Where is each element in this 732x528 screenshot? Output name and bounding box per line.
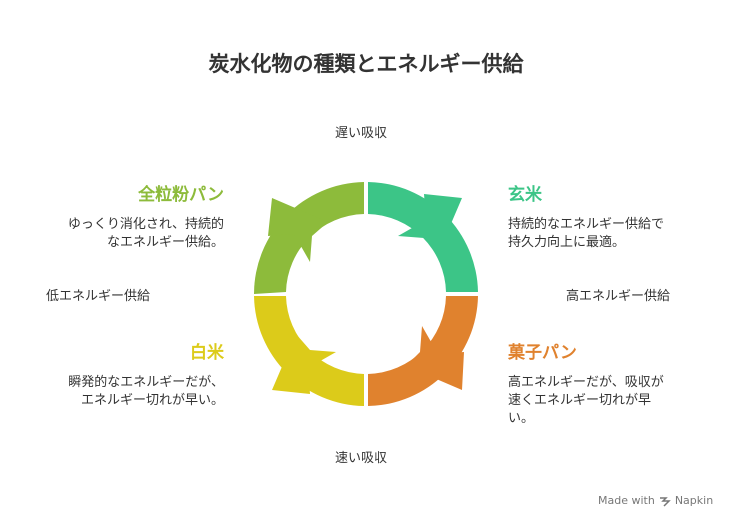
axis-label-top: 遅い吸収	[335, 126, 388, 141]
brand-name: Napkin	[674, 494, 714, 507]
page-title: 炭水化物の種類とエネルギー供給	[208, 52, 524, 76]
arrow-zenryufun	[268, 198, 328, 262]
item-title-hakumai: 白米	[190, 343, 224, 363]
arrow-genmai	[398, 194, 462, 254]
item-desc-kashipan: 高エネルギーだが、吸収が 速くエネルギー切れが早 い。	[508, 374, 708, 428]
item-desc-genmai: 持続的なエネルギー供給で 持久力向上に最適。	[508, 216, 708, 252]
item-desc-hakumai: 瞬発的なエネルギーだが、 エネルギー切れが早い。	[20, 374, 224, 410]
item-desc-line: ゆっくり消化され、持続的	[67, 217, 224, 232]
axis-label-bottom: 速い吸収	[335, 451, 388, 466]
item-title-genmai: 玄米	[508, 185, 542, 205]
item-desc-line: 速くエネルギー切れが早	[508, 393, 652, 408]
item-title-zenryufun: 全粒粉パン	[138, 185, 224, 205]
axis-label-right: 高エネルギー供給	[566, 289, 671, 304]
napkin-logo-icon	[659, 496, 671, 507]
item-desc-line: 瞬発的なエネルギーだが、	[68, 375, 224, 390]
cycle-diagram	[254, 182, 478, 406]
item-desc-line: 持続的なエネルギー供給で	[508, 217, 665, 232]
item-desc-line: エネルギー切れが早い。	[80, 393, 224, 408]
item-desc-line: 高エネルギーだが、吸収が	[508, 375, 664, 390]
quadrant-zenryufun	[254, 182, 364, 294]
brand-text: Made with	[598, 494, 655, 507]
item-title-kashipan: 菓子パン	[508, 343, 577, 363]
item-desc-line: 持久力向上に最適。	[508, 235, 626, 250]
item-desc-zenryufun: ゆっくり消化され、持続的 なエネルギー供給。	[20, 216, 224, 252]
arrow-hakumai	[272, 334, 336, 394]
item-desc-line: い。	[508, 411, 535, 426]
made-with-napkin-brand: Made with Napkin	[598, 494, 713, 507]
item-desc-line: なエネルギー供給。	[106, 235, 224, 250]
axis-label-left: 低エネルギー供給	[46, 289, 151, 304]
arrow-kashipan	[406, 326, 464, 390]
